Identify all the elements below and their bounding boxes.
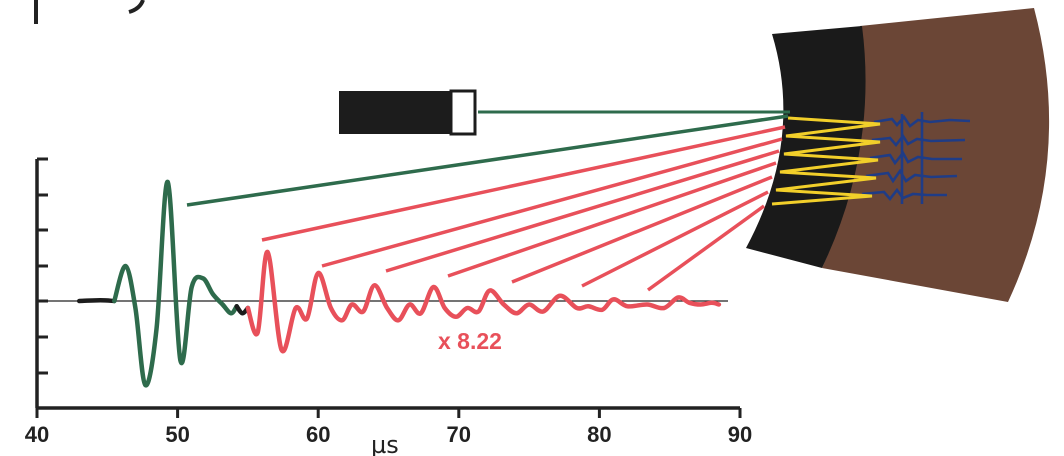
amplification-label: x 8.22 <box>438 328 502 354</box>
corner-fragment-hook <box>128 0 145 14</box>
x-tick-label: 80 <box>587 422 611 447</box>
x-axis-ticks: 40 50 60 70 80 90 <box>25 408 752 447</box>
blue-echo-traces <box>861 112 971 204</box>
x-tick-label: 50 <box>165 422 189 447</box>
transducer-body <box>339 91 452 134</box>
waveform-segment-0 <box>76 298 117 304</box>
tissue-outer-layer <box>822 8 1050 302</box>
transducer-face <box>449 89 477 136</box>
x-tick-label: 60 <box>306 422 330 447</box>
waveform-segment-1 <box>112 179 239 388</box>
y-axis-ticks <box>37 157 48 375</box>
x-tick-label: 90 <box>728 422 752 447</box>
x-tick-label: 70 <box>447 422 471 447</box>
x-tick-label: 40 <box>25 422 49 447</box>
x-axis-unit-label: µs <box>371 431 399 456</box>
green-echo-link <box>186 114 789 207</box>
waveform-series <box>76 179 722 388</box>
tissue-inner-layer <box>746 26 866 268</box>
waveform-segment-3 <box>245 249 722 354</box>
red-echo-links <box>261 125 786 292</box>
yellow-reverberation-zigzag <box>771 116 881 206</box>
